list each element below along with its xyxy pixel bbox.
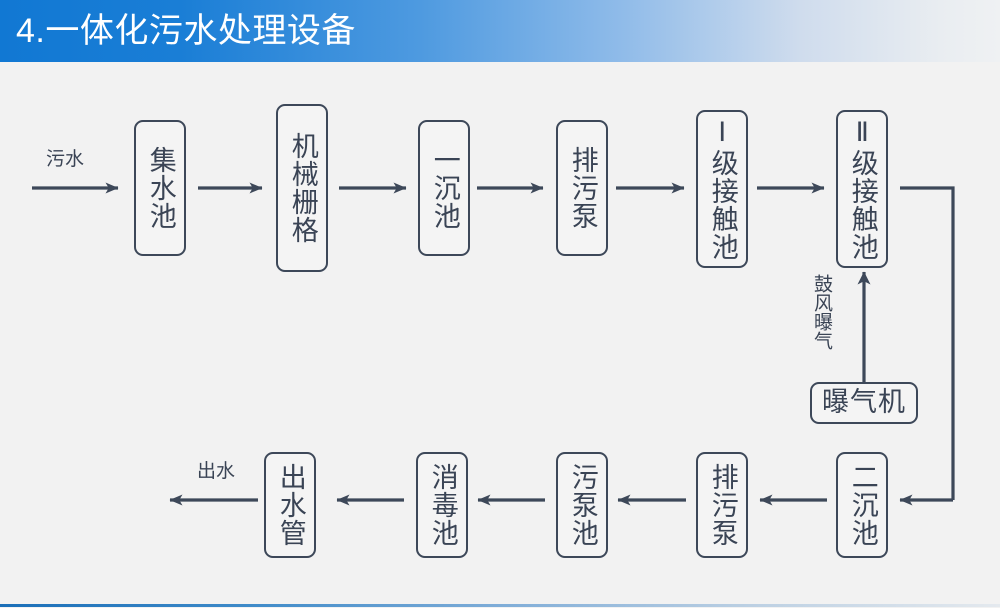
node-erchenchi[interactable]: 二沉池 (836, 452, 888, 558)
node-erji-jiechuchi[interactable]: Ⅱ级接触池 (836, 110, 888, 268)
node-label: 排污泵 (707, 463, 738, 547)
node-label: 消毒池 (427, 463, 458, 547)
node-wubengchi[interactable]: 污泵池 (556, 452, 608, 558)
node-label: 出水管 (275, 463, 306, 547)
node-label: 污泵池 (567, 463, 598, 547)
page-title: 4.一体化污水处理设备 (16, 12, 356, 50)
node-chushuiguan[interactable]: 出水管 (264, 452, 316, 558)
node-jixieshange[interactable]: 机械栅格 (276, 104, 328, 272)
node-paiwubeng-bottom[interactable]: 排污泵 (696, 452, 748, 558)
flowchart-canvas: 污水 鼓风曝气 出水 集水池 机械栅格 一沉池 排污泵 Ⅰ级接触池 Ⅱ级接触池 … (0, 62, 1000, 604)
connector-layer (32, 182, 955, 506)
node-baoqiji[interactable]: 曝气机 (810, 382, 918, 424)
footer-divider (0, 604, 1000, 607)
node-label: 排污泵 (567, 146, 598, 230)
node-paiwubeng-top[interactable]: 排污泵 (556, 120, 608, 256)
node-label: Ⅰ级接触池 (707, 117, 738, 261)
connector-erji-down-right (900, 186, 955, 500)
edge-label-effluent: 出水 (197, 461, 236, 482)
node-yichenchi[interactable]: 一沉池 (418, 120, 470, 256)
node-label: 一沉池 (429, 146, 460, 230)
node-xiaoduchi[interactable]: 消毒池 (416, 452, 468, 558)
slide-header-bar: 4.一体化污水处理设备 (0, 0, 1000, 62)
node-label: 机械栅格 (287, 132, 318, 244)
node-yiji-jiechuchi[interactable]: Ⅰ级接触池 (696, 110, 748, 268)
edge-label-blower-aeration: 鼓风曝气 (811, 274, 832, 350)
node-jishuichi[interactable]: 集水池 (134, 120, 186, 256)
node-label: 二沉池 (847, 463, 878, 547)
edge-label-influent: 污水 (46, 149, 85, 170)
node-label: Ⅱ级接触池 (847, 117, 878, 261)
node-label: 集水池 (145, 146, 176, 230)
node-label: 曝气机 (822, 387, 906, 418)
